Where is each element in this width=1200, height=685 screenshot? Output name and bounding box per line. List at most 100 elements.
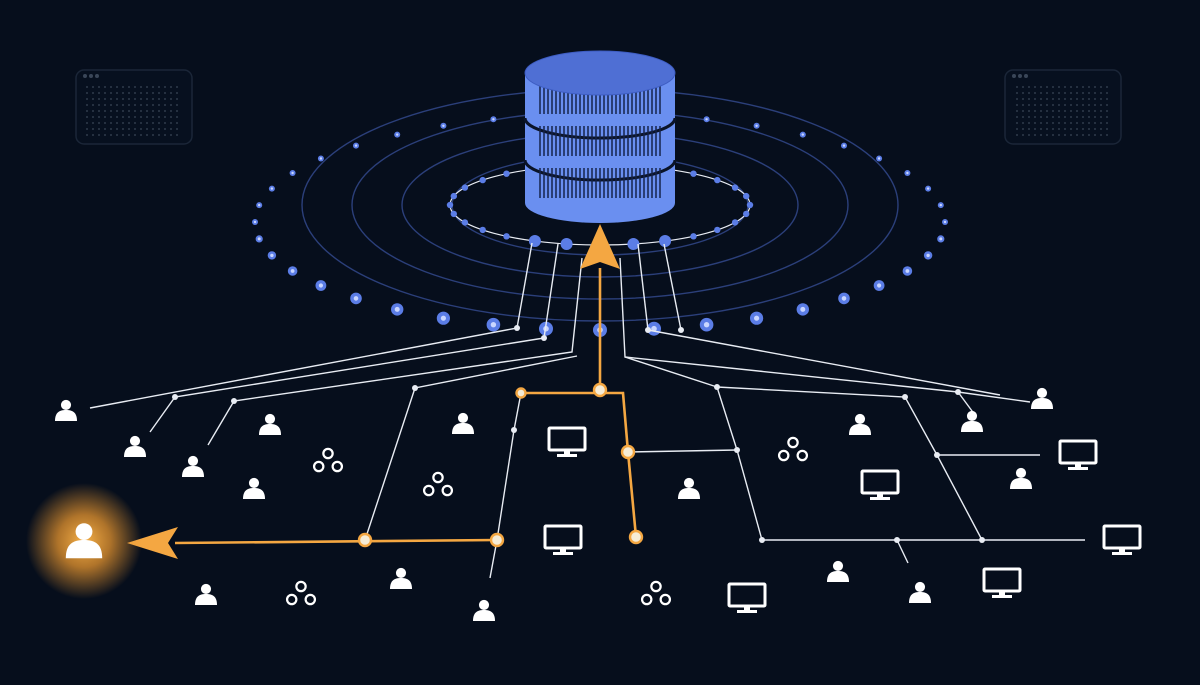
junction-dot — [511, 427, 517, 433]
network-lines — [89, 242, 1085, 579]
user-icon — [1010, 467, 1032, 489]
ring-dot-core — [939, 237, 943, 241]
ring-dot-core — [291, 171, 294, 175]
group-icon — [640, 580, 672, 606]
junction-dot — [759, 537, 765, 543]
ring-dot — [627, 238, 640, 250]
ring-dot-core — [270, 187, 274, 190]
ring-dot — [731, 219, 739, 226]
ring-dot-core — [939, 203, 942, 207]
highlight-node — [620, 444, 636, 460]
user-icon — [452, 412, 474, 434]
database-icon — [523, 50, 677, 223]
right-corner-panel — [1004, 69, 1122, 145]
ring-dot — [528, 235, 541, 247]
ring-dot-core — [651, 325, 657, 332]
outer-ring-dots — [252, 116, 948, 337]
ring-dot-core — [354, 144, 358, 147]
ring-dot-core — [353, 296, 359, 301]
ring-dot-core — [490, 322, 497, 328]
ring-dot — [659, 235, 672, 247]
ring-dot-core — [926, 253, 930, 258]
junction-dot — [412, 385, 418, 391]
user-icon — [849, 413, 871, 435]
ring-dot — [690, 233, 697, 240]
ring-dot-core — [800, 306, 806, 312]
ring-dot-core — [319, 157, 323, 160]
ring-dot — [503, 170, 510, 177]
junction-dot — [714, 384, 720, 390]
ring-dot-core — [705, 118, 708, 121]
computer-icon — [543, 524, 583, 556]
user-icon — [473, 599, 495, 621]
arrow-icon — [127, 527, 178, 559]
ring-dot-core — [258, 203, 261, 207]
ring-dot-core — [257, 237, 261, 241]
ring-dot-core — [755, 124, 758, 128]
junction-dot — [645, 327, 651, 333]
ring-dot-core — [440, 315, 446, 321]
user-icon — [259, 413, 281, 435]
user-icon — [1031, 387, 1053, 409]
group-icon — [777, 436, 809, 462]
junction-dot — [979, 537, 985, 543]
ring-dot — [446, 201, 454, 209]
ring-dot-core — [492, 118, 495, 121]
ring-dot-core — [943, 220, 947, 224]
junction-dot — [734, 447, 740, 453]
ring-dot-core — [906, 171, 909, 175]
junction-dot — [678, 327, 684, 333]
user-icon — [55, 399, 77, 421]
ring-dot-core — [318, 283, 323, 288]
user-icon — [124, 435, 146, 457]
computer-icon — [547, 426, 587, 458]
ring-dot-core — [270, 253, 274, 258]
group-icon — [312, 447, 344, 473]
ring-dot-core — [253, 220, 257, 224]
highlight-node — [489, 532, 505, 548]
ring-dot — [479, 176, 486, 184]
user-icon — [827, 560, 849, 582]
computer-icon — [860, 469, 900, 501]
computer-icon — [982, 567, 1022, 599]
user-icon — [909, 581, 931, 603]
junction-dot — [902, 394, 908, 400]
user-icon — [195, 583, 217, 605]
arrow-icon — [580, 224, 620, 269]
ring-dot — [743, 210, 750, 218]
ring-dot — [746, 201, 754, 209]
ring-dot — [714, 176, 721, 184]
network-junctions — [172, 325, 985, 543]
highlight-junctions — [357, 382, 644, 548]
junction-dot — [934, 452, 940, 458]
user-icon — [182, 455, 204, 477]
computer-icon — [727, 582, 767, 614]
group-icon — [285, 580, 317, 606]
ring-dot-core — [842, 144, 846, 147]
ring-dot — [461, 219, 469, 226]
ring-dot-core — [841, 296, 847, 301]
ring-dot-core — [877, 157, 881, 160]
computer-icon — [1102, 524, 1142, 556]
ring-dot — [479, 226, 486, 234]
ring-dot-core — [926, 187, 930, 190]
group-icon — [422, 471, 454, 497]
user-icon — [961, 410, 983, 432]
computer-icon — [1058, 439, 1098, 471]
user-icon — [678, 477, 700, 499]
ring-dot — [461, 184, 469, 191]
junction-dot — [231, 398, 237, 404]
user-icon — [390, 567, 412, 589]
ring-dot-core — [442, 124, 445, 128]
highlight-node — [515, 387, 527, 399]
junction-dot — [541, 335, 547, 341]
junction-dot — [955, 389, 961, 395]
junction-dot — [172, 394, 178, 400]
junction-dot — [894, 537, 900, 543]
ring-dot-core — [905, 269, 910, 273]
ring-dot — [450, 192, 457, 200]
ring-dot-core — [396, 133, 399, 136]
ring-dot-core — [290, 269, 295, 273]
highlight-node — [592, 382, 608, 398]
